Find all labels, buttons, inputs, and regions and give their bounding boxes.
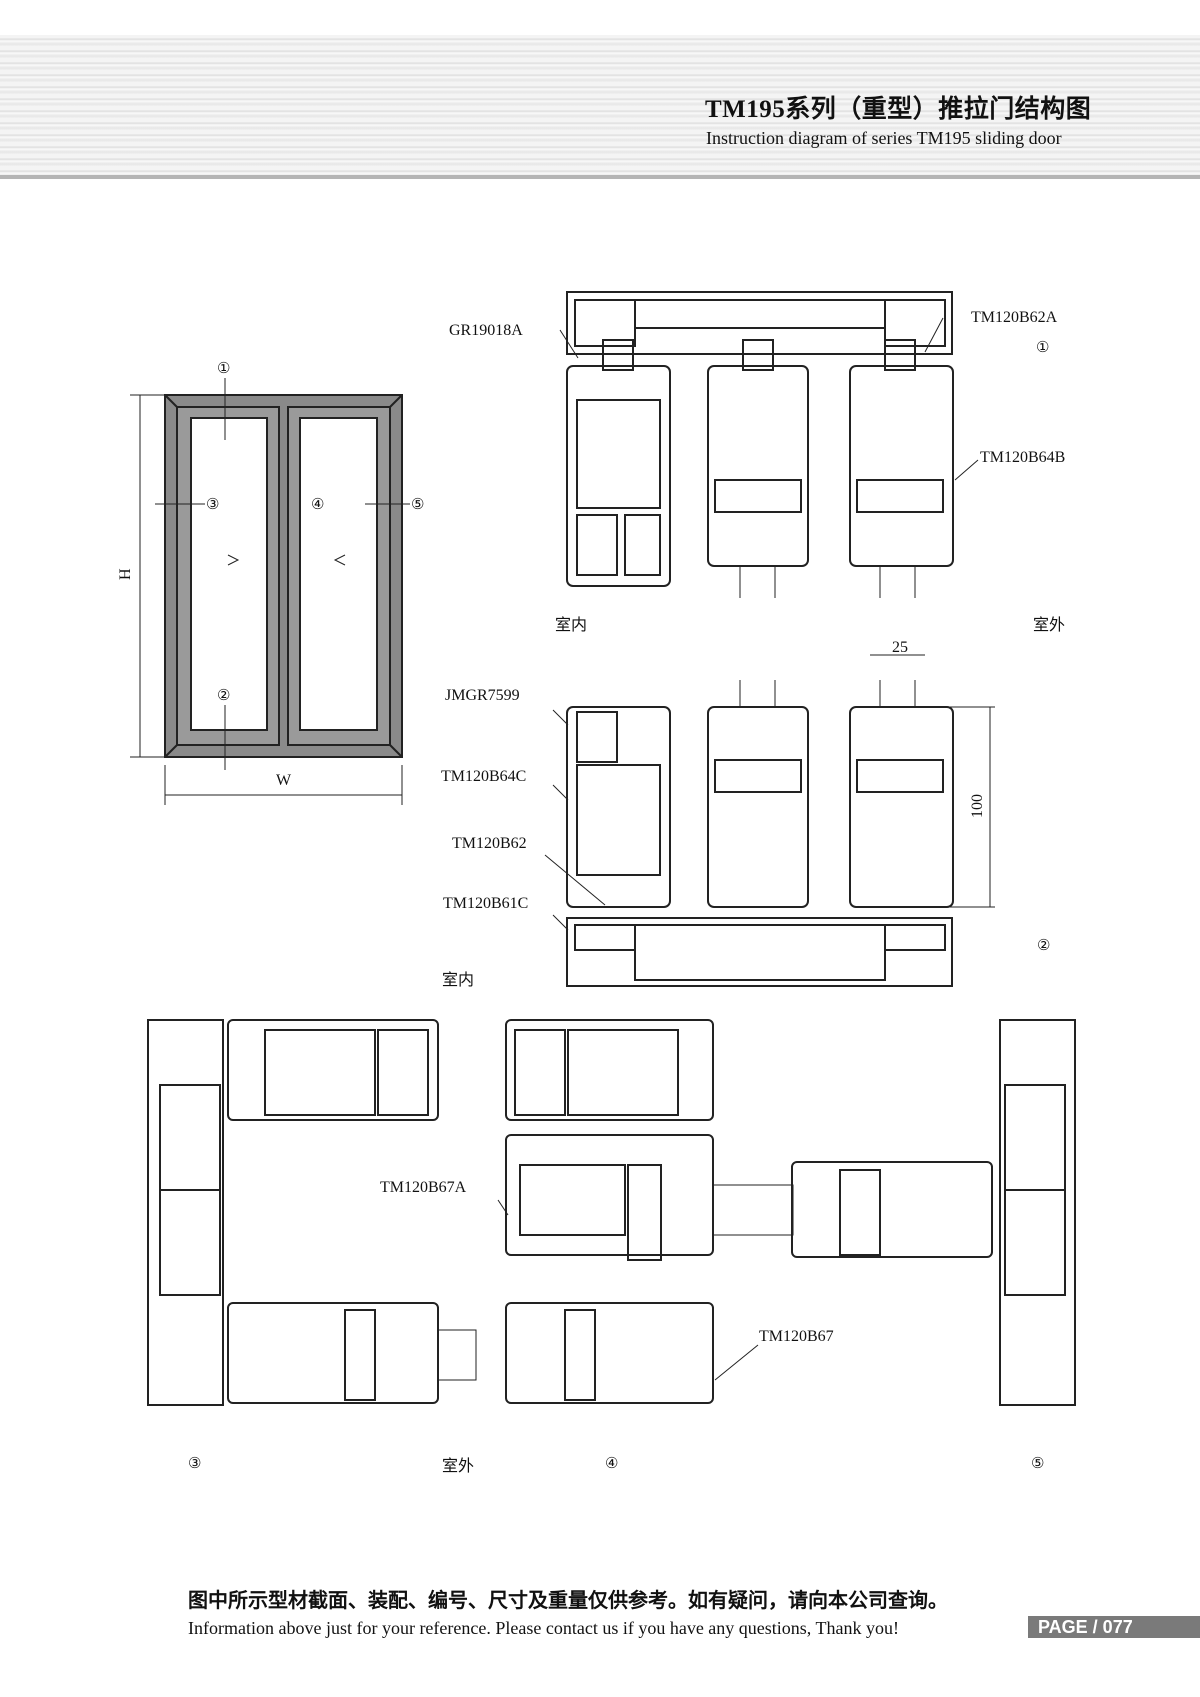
height-dim-label: H xyxy=(117,568,134,580)
door-elevation xyxy=(130,378,410,805)
footer-note-cn: 图中所示型材截面、装配、编号、尺寸及重量仅供参考。如有疑问，请向本公司查询。 xyxy=(188,1588,948,1612)
section-marker-4: ④ xyxy=(605,1456,618,1472)
top-section-profile xyxy=(559,291,979,598)
marker-4: ④ xyxy=(311,497,324,513)
label-tm120b61c: TM120B61C xyxy=(443,895,528,912)
marker-5: ⑤ xyxy=(411,497,424,513)
bottom-section-profile xyxy=(544,654,995,987)
label-gr19018a: GR19018A xyxy=(449,322,523,339)
label-tm120b67a: TM120B67A xyxy=(380,1179,467,1196)
marker-1: ① xyxy=(217,361,230,377)
label-tm120b64b: TM120B64B xyxy=(980,449,1065,466)
dim-100: 100 xyxy=(969,794,986,818)
footer-note-en: Information above just for your referenc… xyxy=(188,1618,899,1638)
page-number-badge: PAGE / 077 xyxy=(1028,1616,1200,1638)
indoor-label-top: 室内 xyxy=(555,616,587,634)
label-tm120b67: TM120B67 xyxy=(759,1328,834,1345)
indoor-label-bottom: 室内 xyxy=(442,971,474,989)
horizontal-section-profile xyxy=(147,1019,1076,1406)
marker-2: ② xyxy=(217,688,230,704)
header-band xyxy=(0,35,1200,179)
label-tm120b64c: TM120B64C xyxy=(441,768,526,785)
label-jmgr7599: JMGR7599 xyxy=(445,687,520,704)
width-dim-label: W xyxy=(276,772,292,789)
marker-3: ③ xyxy=(206,497,219,513)
section-marker-5: ⑤ xyxy=(1031,1456,1044,1472)
outdoor-label-horizontal: 室外 xyxy=(442,1457,474,1475)
page-title-cn: TM195系列（重型）推拉门结构图 xyxy=(705,96,1092,123)
section-marker-1: ① xyxy=(1036,340,1049,356)
dim-25: 25 xyxy=(892,639,908,656)
label-tm120b62: TM120B62 xyxy=(452,835,527,852)
outdoor-label-top: 室外 xyxy=(1033,616,1065,634)
label-tm120b62a: TM120B62A xyxy=(971,309,1058,326)
section-marker-3: ③ xyxy=(188,1456,201,1472)
page-title-en: Instruction diagram of series TM195 slid… xyxy=(706,128,1062,148)
section-marker-2: ② xyxy=(1037,938,1050,954)
